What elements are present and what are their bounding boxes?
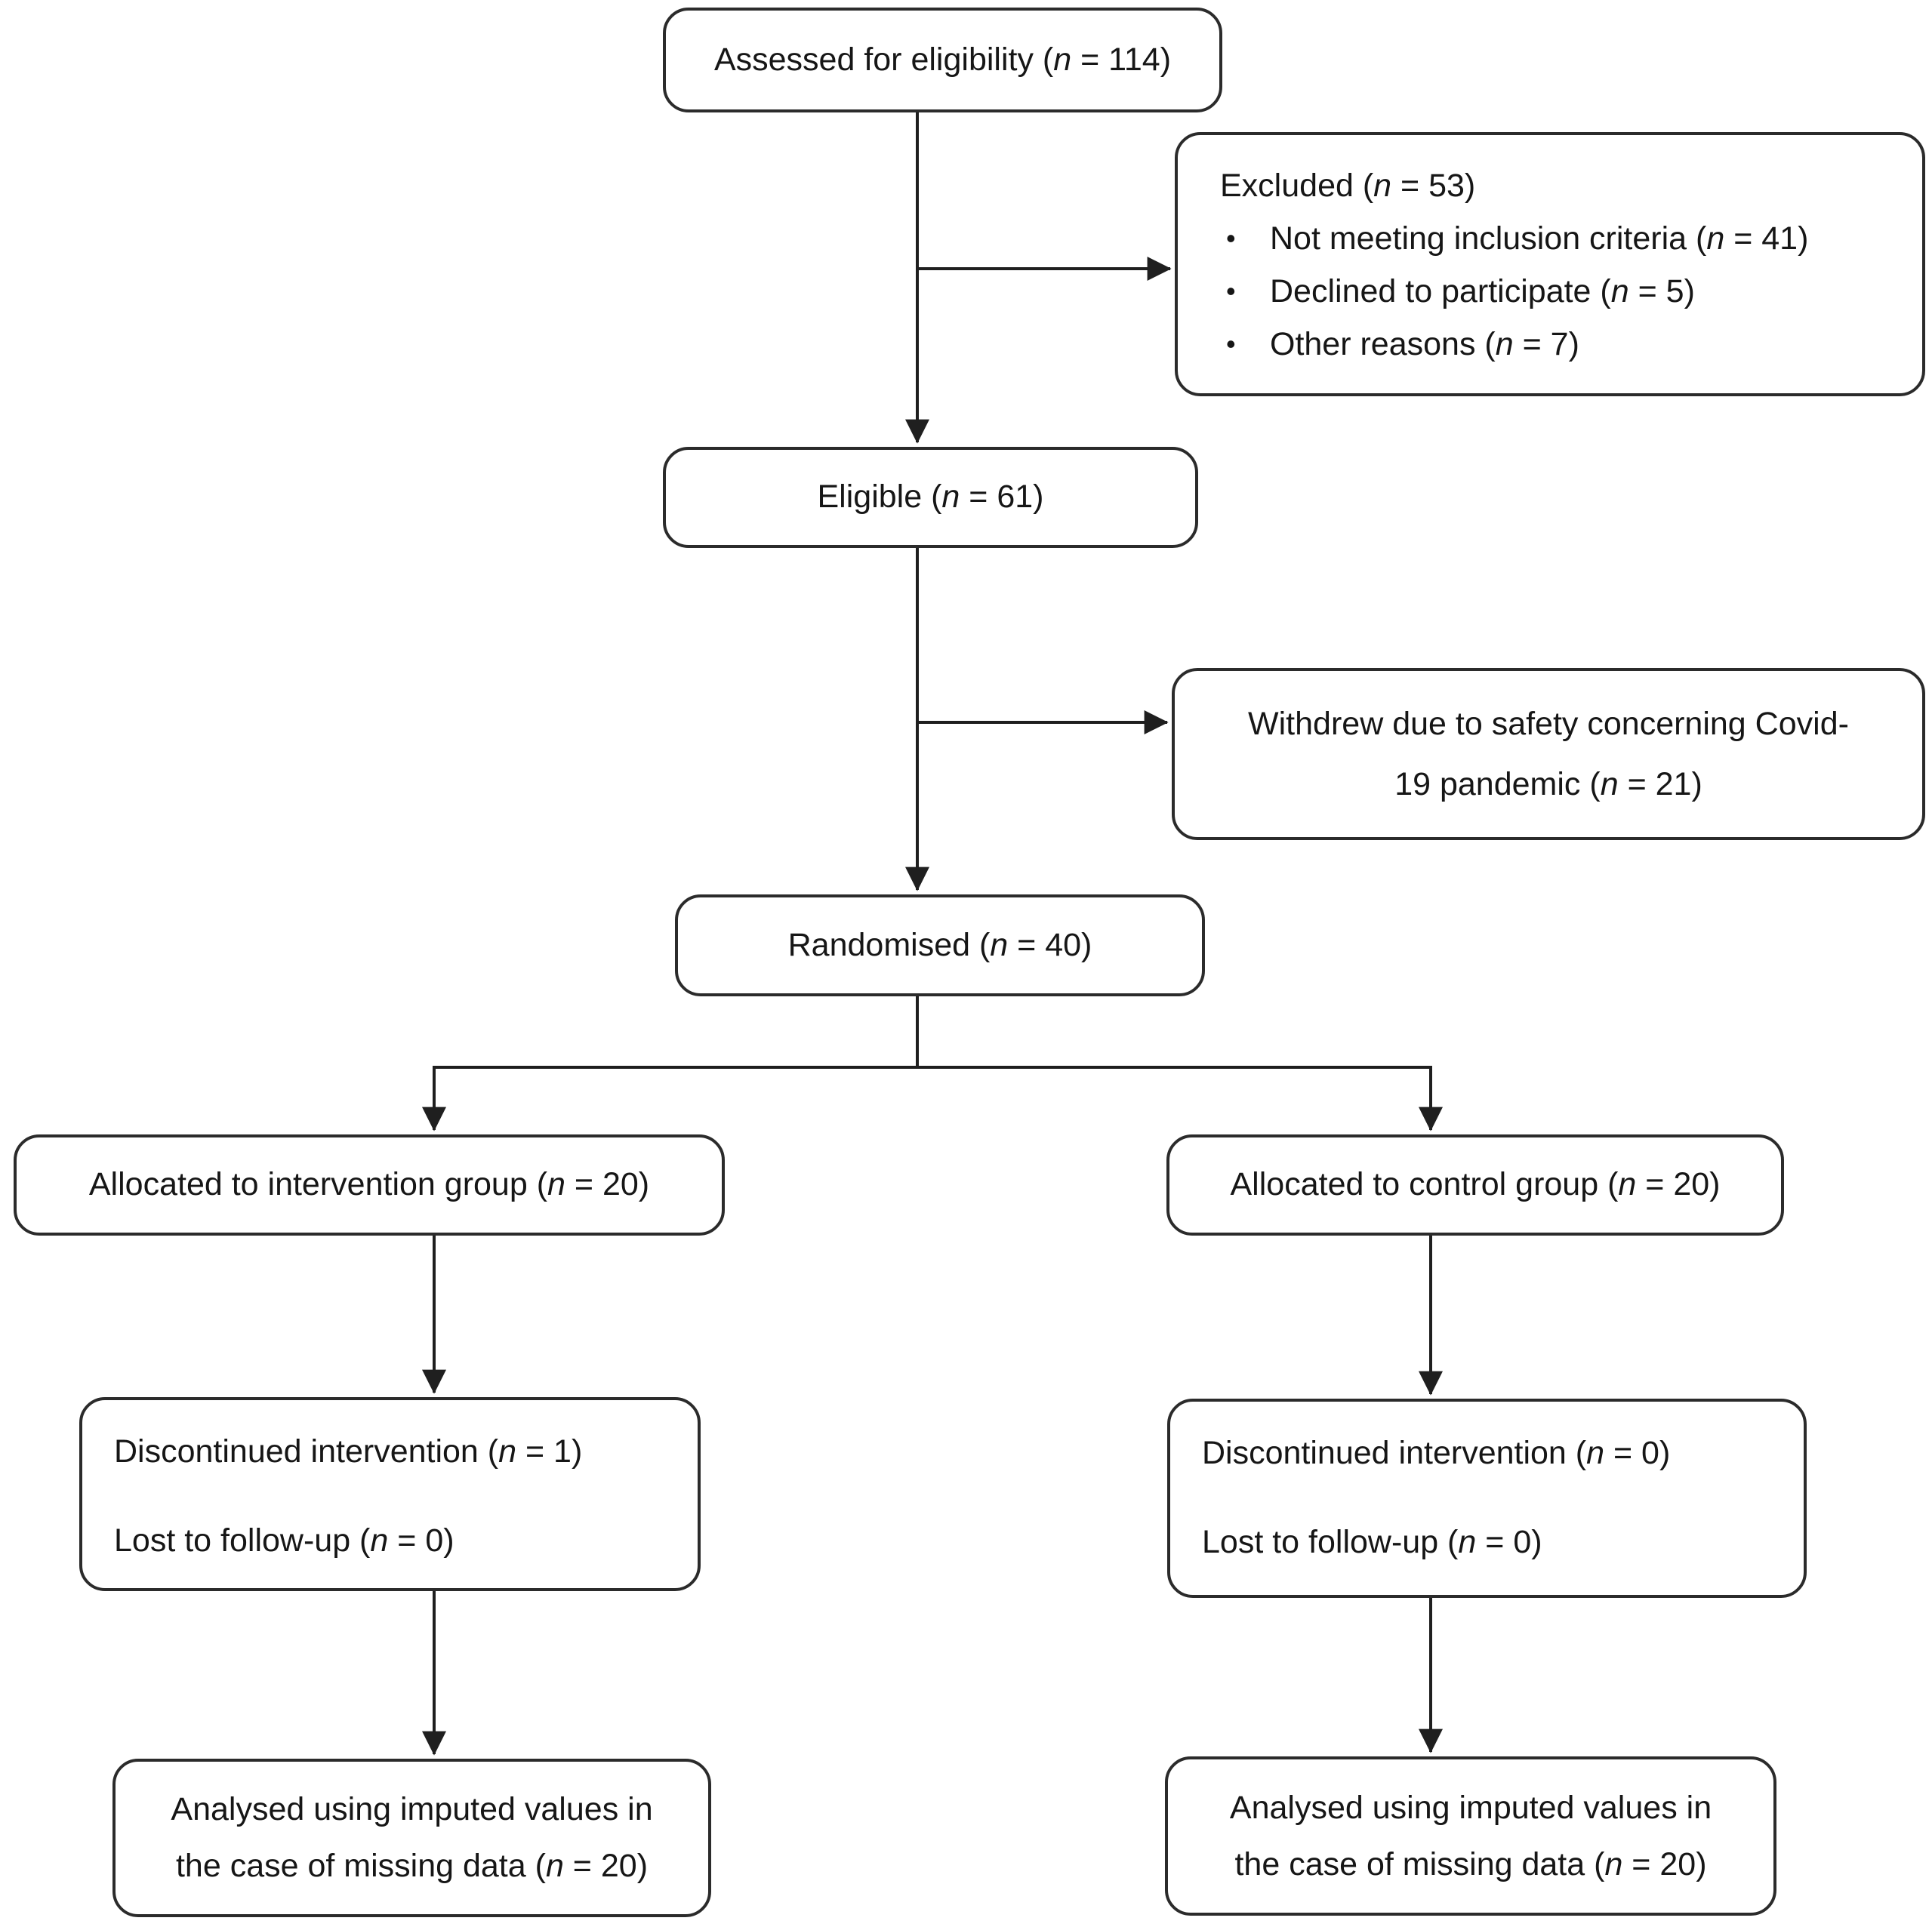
lost-followup-line: Lost to follow-up (n = 0) [114, 1522, 454, 1559]
excluded-item-label: Not meeting inclusion criteria (n = 41) [1270, 220, 1809, 257]
bullet-icon: • [1226, 276, 1236, 306]
box-excluded: Excluded (n = 53) • Not meeting inclusio… [1175, 132, 1925, 396]
box-allocated-intervention: Allocated to intervention group (n = 20) [14, 1134, 725, 1236]
analysed-line-2: the case of missing data (n = 20) [1234, 1845, 1707, 1882]
box-assessed-for-eligibility: Assessed for eligibility (n = 114) [663, 8, 1222, 112]
excluded-item-label: Other reasons (n = 7) [1270, 326, 1579, 362]
box-analysed-intervention: Analysed using imputed values in the cas… [112, 1759, 711, 1917]
withdrew-line-1: Withdrew due to safety concerning Covid- [1248, 706, 1849, 742]
assessed-label: Assessed for eligibility (n = 114) [713, 41, 1172, 78]
box-discontinued-intervention: Discontinued intervention (n = 1) Lost t… [79, 1397, 701, 1591]
discontinued-line-1: Discontinued intervention (n = 0) [1202, 1435, 1671, 1471]
analysed-line-1: Analysed using imputed values in [1229, 1789, 1712, 1826]
box-analysed-control: Analysed using imputed values in the cas… [1165, 1756, 1776, 1916]
excluded-item: • Other reasons (n = 7) [1220, 318, 1904, 371]
withdrew-line-2: 19 pandemic (n = 21) [1394, 766, 1702, 802]
excluded-title: Excluded (n = 53) [1220, 168, 1476, 204]
randomised-label: Randomised (n = 40) [787, 926, 1092, 963]
box-randomised: Randomised (n = 40) [675, 894, 1205, 996]
bullet-icon: • [1226, 328, 1236, 359]
discontinued-line-1: Discontinued intervention (n = 1) [114, 1433, 583, 1470]
box-discontinued-control: Discontinued intervention (n = 0) Lost t… [1167, 1399, 1807, 1598]
analysed-line-2: the case of missing data (n = 20) [175, 1848, 649, 1884]
excluded-item: • Declined to participate (n = 5) [1220, 265, 1904, 318]
analysed-line-1: Analysed using imputed values in [171, 1791, 653, 1827]
excluded-item-label: Declined to participate (n = 5) [1270, 273, 1695, 309]
box-allocated-control: Allocated to control group (n = 20) [1166, 1134, 1784, 1236]
allocated-control-label: Allocated to control group (n = 20) [1230, 1166, 1721, 1203]
bullet-icon: • [1226, 223, 1236, 254]
allocated-intervention-label: Allocated to intervention group (n = 20) [88, 1166, 650, 1203]
lost-followup-line: Lost to follow-up (n = 0) [1202, 1524, 1542, 1560]
excluded-item: • Not meeting inclusion criteria (n = 41… [1220, 212, 1904, 265]
eligible-label: Eligible (n = 61) [817, 479, 1044, 516]
box-eligible: Eligible (n = 61) [663, 447, 1198, 548]
box-withdrew: Withdrew due to safety concerning Covid-… [1172, 668, 1925, 840]
